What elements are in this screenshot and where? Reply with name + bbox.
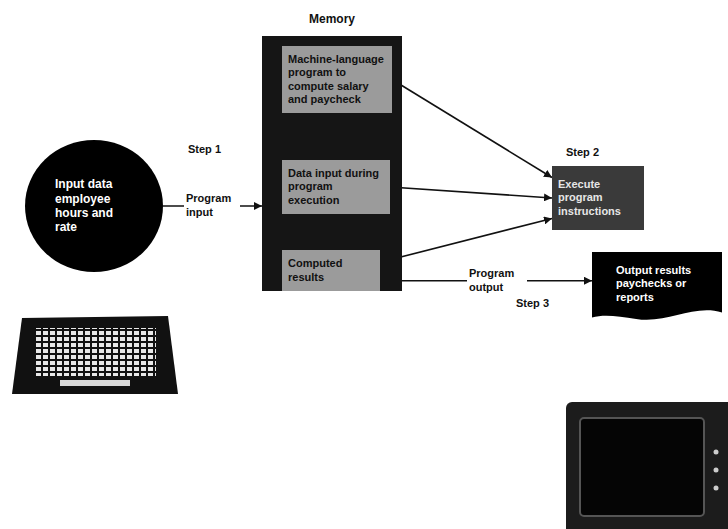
node-text: Machine-language program to compute sala… <box>288 53 386 106</box>
processor-box: Execute program instructions <box>552 166 644 230</box>
node-body: Output results paychecks or reports <box>616 264 698 304</box>
connector-label: Program output <box>467 267 527 295</box>
node-body: Execute program instructions <box>558 178 638 218</box>
circle-fill <box>25 140 163 272</box>
monitor-housing <box>566 402 728 529</box>
program-box: Machine-language program to compute sala… <box>282 46 392 113</box>
node-text: Computed results <box>288 257 374 283</box>
step-label: Step 2 <box>566 146 599 158</box>
input-circle: Input data employee hours and rate <box>25 140 163 272</box>
node-body: Machine-language program to compute sala… <box>288 53 386 106</box>
keyboard-illustration <box>12 316 178 394</box>
node-text: Execute program instructions <box>558 178 638 218</box>
results-box: Computed results <box>282 250 380 291</box>
keyboard-spacebar <box>60 380 130 386</box>
connector-arrow <box>380 218 552 262</box>
keyboard-body <box>12 316 178 394</box>
memory-box: MemoryMachine-language program to comput… <box>262 36 402 291</box>
memory-heading: Memory <box>262 12 402 26</box>
step-label: Step 3 <box>516 297 549 309</box>
node-body: Input data employee hours and rate <box>55 177 133 235</box>
monitor-button <box>714 486 719 491</box>
data-box: Data input during program execution <box>282 160 390 214</box>
keyboard-keys <box>36 328 156 376</box>
node-body: Data input during program execution <box>288 167 384 207</box>
monitor-button <box>714 468 719 473</box>
monitor-button <box>714 450 719 455</box>
node-text: Data input during program execution <box>288 167 384 207</box>
connector-arrow <box>392 80 552 178</box>
monitor-illustration <box>566 402 728 529</box>
node-text: Output results paychecks or reports <box>616 264 698 304</box>
output-document: Output results paychecks or reports <box>592 252 722 324</box>
connector-label: Program input <box>184 192 240 220</box>
connector-arrow <box>390 187 552 198</box>
node-text: Input data employee hours and rate <box>55 177 133 235</box>
document-fill <box>592 252 722 320</box>
monitor-screen <box>580 418 704 516</box>
node-body: Computed results <box>288 257 374 283</box>
step-label: Step 1 <box>188 143 221 155</box>
